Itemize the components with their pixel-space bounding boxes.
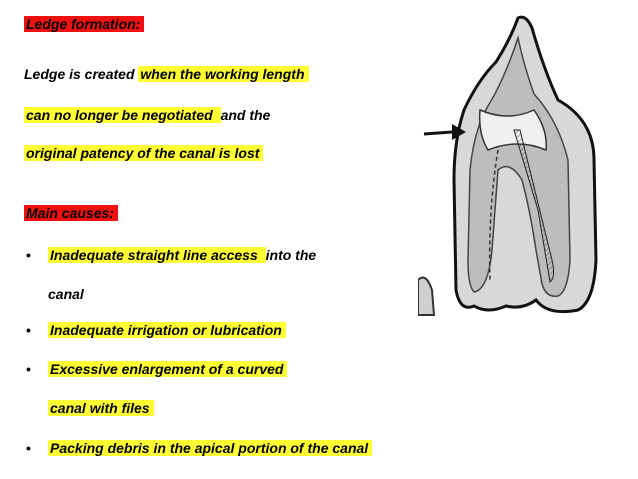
slide-title: Ledge formation: <box>24 14 145 34</box>
cause-highlight: Excessive enlargement of a curved <box>48 361 288 377</box>
bullet-marker: • <box>26 322 31 338</box>
definition-line-2: can no longer be negotiated and the <box>24 105 270 125</box>
cause-highlight: Packing debris in the apical portion of … <box>48 440 373 456</box>
bullet-marker: • <box>26 440 31 456</box>
cause-item-1: Inadequate straight line access into the <box>48 245 316 265</box>
cause-highlight: Inadequate irrigation or lubrication <box>48 322 286 338</box>
cause-item-4: Packing debris in the apical portion of … <box>48 438 373 458</box>
cause-item-1-continuation: canal <box>48 284 84 304</box>
cause-continuation-text: canal <box>48 286 84 302</box>
bullet-marker: • <box>26 361 31 377</box>
cause-highlight: Inadequate straight line access <box>48 247 266 263</box>
causes-heading: Main causes: <box>24 203 118 223</box>
title-text: Ledge formation: <box>24 16 145 32</box>
definition-highlight: can no longer be negotiated <box>24 107 221 123</box>
bullet-marker: • <box>26 247 31 263</box>
cause-item-2: Inadequate irrigation or lubrication <box>48 320 286 340</box>
definition-line-3: original patency of the canal is lost <box>24 143 264 163</box>
definition-line-1: Ledge is created when the working length <box>24 64 309 84</box>
causes-heading-text: Main causes: <box>24 205 118 221</box>
arrow-right-icon <box>423 124 466 140</box>
cause-item-3-continuation: canal with files <box>48 398 154 418</box>
definition-text: Ledge is created <box>24 66 139 82</box>
cause-item-3: Excessive enlargement of a curved <box>48 359 288 379</box>
definition-text: and the <box>220 107 271 123</box>
definition-highlight: when the working length <box>138 66 309 82</box>
cause-text: into the <box>265 247 317 263</box>
tooth-ledge-illustration-icon <box>418 15 598 316</box>
cause-highlight: canal with files <box>48 400 154 416</box>
definition-highlight: original patency of the canal is lost <box>24 145 264 161</box>
